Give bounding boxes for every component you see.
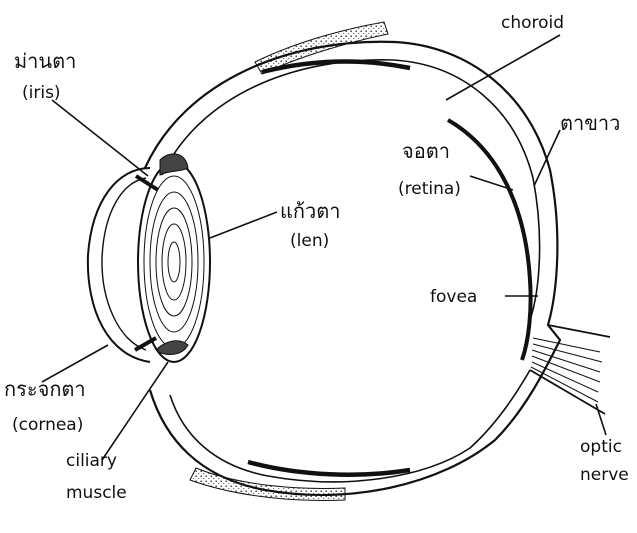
label-optic-line1: optic [580,437,622,457]
sclera [145,42,560,495]
label-iris-thai: ม่านตา [14,49,76,73]
label-sclera-thai: ตาขาว [560,111,620,135]
label-cornea-en: (cornea) [12,415,83,435]
label-fovea: fovea [430,287,477,307]
cornea [88,168,150,362]
lens [138,162,210,362]
label-retina-thai: จอตา [402,139,450,163]
label-choroid: choroid [501,13,564,33]
label-ciliary-line2: muscle [66,483,127,503]
label-iris-en: (iris) [22,83,61,103]
label-ciliary-line1: ciliary [66,451,117,471]
optic-nerve [530,325,610,414]
orbital-tissue [190,22,388,500]
label-retina-en: (retina) [398,179,461,199]
label-lens-en: (len) [290,231,329,251]
label-cornea-thai: กระจกตา [4,377,86,401]
labels: ม่านตา (iris) choroid ตาขาว จอตา (retina… [4,13,629,503]
choroid-layer [248,62,531,475]
label-optic-line2: nerve [580,465,629,485]
label-lens-thai: แก้วตา [280,199,340,223]
